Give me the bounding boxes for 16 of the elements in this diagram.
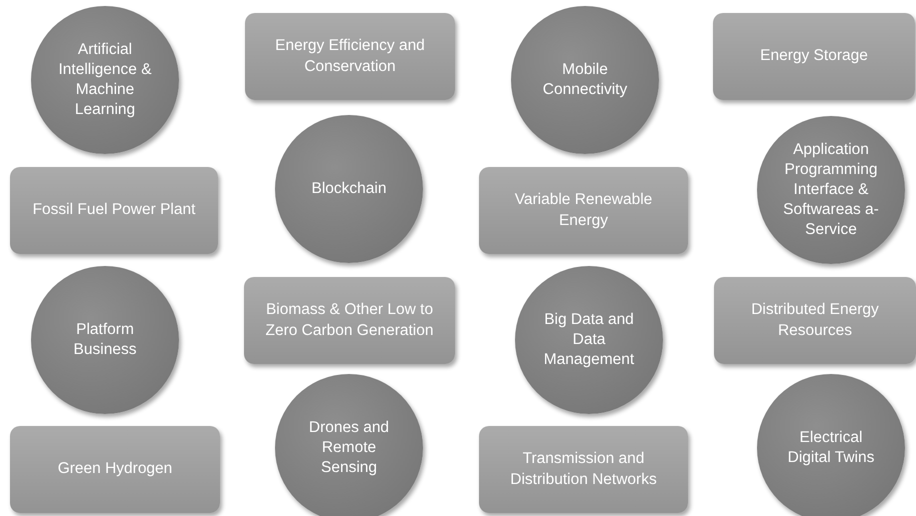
- topic-circle: Blockchain: [275, 115, 423, 263]
- topic-box: Transmission and Distribution Networks: [479, 426, 688, 513]
- topic-box: Distributed Energy Resources: [714, 277, 916, 364]
- topic-box: Variable Renewable Energy: [479, 167, 688, 254]
- topic-circle: Mobile Connectivity: [511, 6, 659, 154]
- topic-box: Fossil Fuel Power Plant: [10, 167, 218, 254]
- topic-box: Energy Efficiency and Conservation: [245, 13, 455, 100]
- topic-box: Biomass & Other Low to Zero Carbon Generation: [244, 277, 455, 364]
- topic-circle: Electrical Digital Twins: [757, 374, 905, 516]
- topic-circle: Drones and Remote Sensing: [275, 374, 423, 516]
- topic-circle: Platform Business: [31, 266, 179, 414]
- topic-circle: Big Data and Data Management: [515, 266, 663, 414]
- topic-circle: Artificial Intelligence & Machine Learning: [31, 6, 179, 154]
- topic-box: Energy Storage: [713, 13, 915, 100]
- topic-circle: Application Programming Interface & Softwareas a-Service: [757, 116, 905, 264]
- topic-box: Green Hydrogen: [10, 426, 220, 513]
